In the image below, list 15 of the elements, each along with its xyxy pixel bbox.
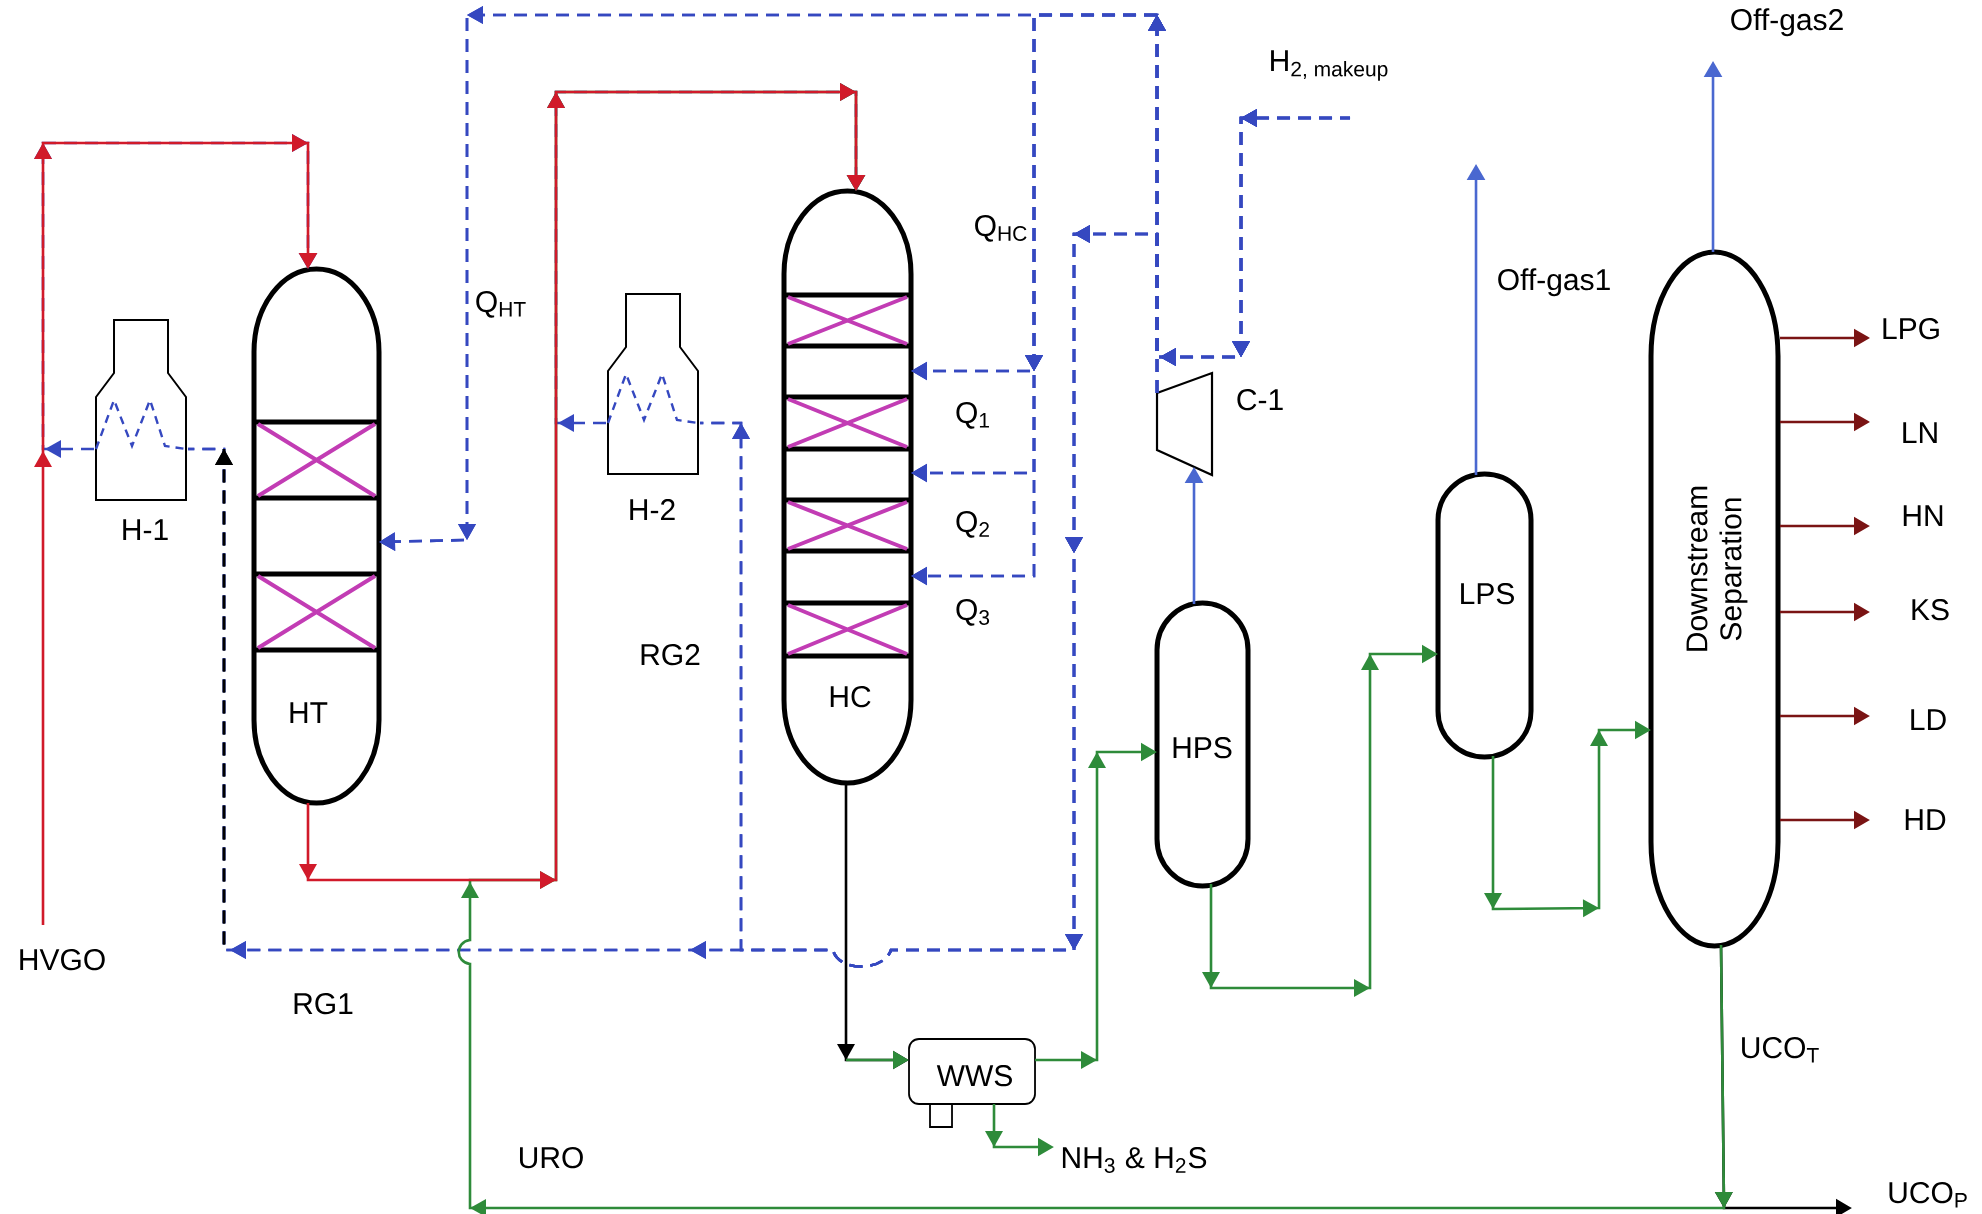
- stream-label: H$_{2, makeup}$: [1271, 50, 1388, 81]
- stream-label: HD: [1905, 809, 1946, 830]
- stream-label: KS: [1912, 599, 1949, 621]
- stream-label: LN: [1903, 422, 1937, 443]
- reactor-column: HT: [251, 266, 382, 806]
- stream-label: UCO$_{P}$: [1889, 1182, 1967, 1208]
- flow-arrow: [34, 134, 318, 925]
- stream-label: HN: [1903, 505, 1943, 526]
- equipment-label: H-1: [123, 519, 168, 540]
- stream-label: Off-gas2: [1731, 8, 1843, 37]
- stream-label: UCO$_{T}$: [1742, 1037, 1819, 1063]
- stream-label: HVGO: [20, 949, 105, 971]
- stream-label: LD: [1911, 709, 1946, 730]
- stream-label: LPG: [1883, 318, 1939, 340]
- edge-label: RG1: [289, 990, 357, 1018]
